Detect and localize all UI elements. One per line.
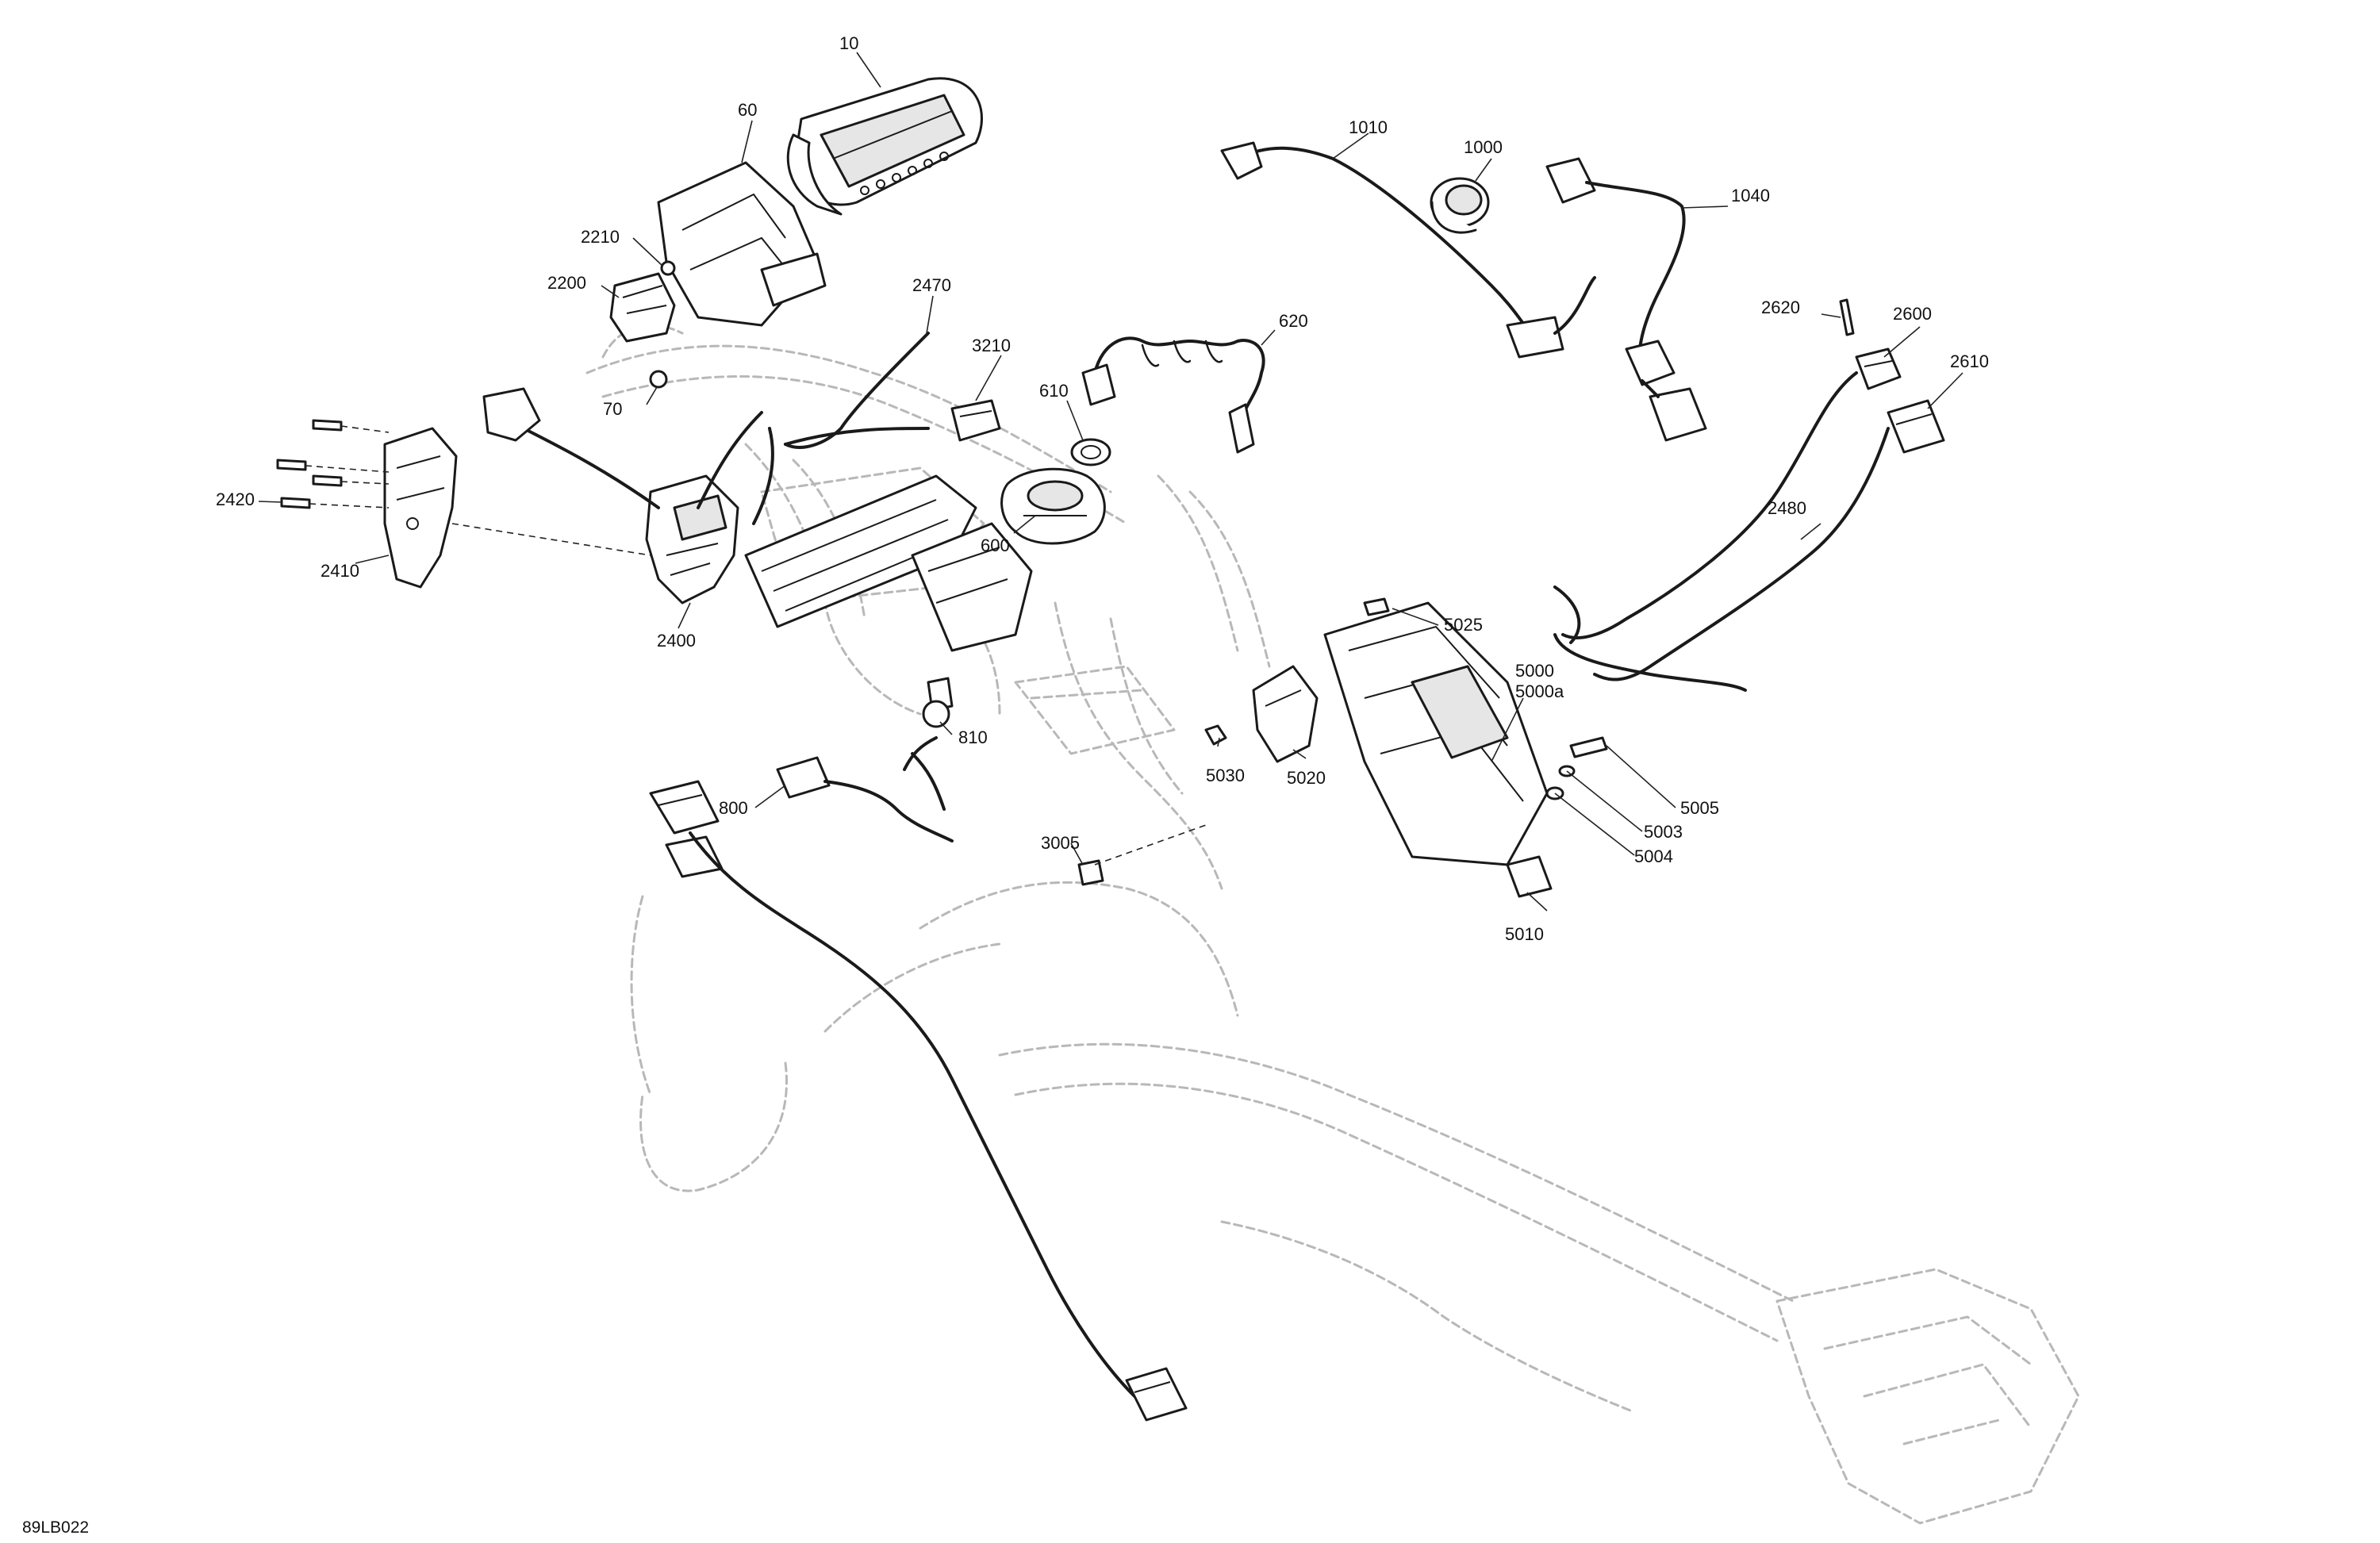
- callout-60: 60: [738, 100, 757, 120]
- harness-part-2480: [1553, 371, 1890, 692]
- switch-cover-part-2410: [383, 427, 458, 589]
- harness-part-800: [776, 736, 954, 843]
- callout-3005: 3005: [1041, 833, 1080, 853]
- long-harness-down: [649, 780, 1188, 1422]
- key-connector-part-610: [1070, 438, 1111, 466]
- sensor-part-810: [922, 677, 954, 728]
- callout-1000: 1000: [1464, 137, 1503, 157]
- callout-2420: 2420: [216, 489, 255, 509]
- connector-part-2610: [1887, 399, 1945, 454]
- fastener-part-70: [649, 370, 668, 389]
- steering-column-assembly: [744, 474, 1033, 652]
- ghost-vehicle-frame: [585, 324, 2080, 1525]
- callout-70: 70: [603, 399, 622, 419]
- callout-2620: 2620: [1761, 297, 1800, 317]
- callout-5000a: 5000a: [1515, 681, 1564, 701]
- callout-5010: 5010: [1505, 924, 1544, 944]
- screw-part-5025: [1363, 597, 1390, 616]
- callout-5025: 5025: [1444, 615, 1483, 635]
- connector-part-3210: [784, 399, 1001, 446]
- callout-2610: 2610: [1950, 351, 1989, 371]
- callout-810: 810: [958, 727, 988, 747]
- screws-part-2420: [276, 419, 343, 509]
- callout-5003: 5003: [1644, 822, 1683, 842]
- coil-cord-part-620: [1081, 336, 1265, 454]
- callout-2200: 2200: [547, 273, 586, 293]
- callout-5020: 5020: [1287, 768, 1326, 788]
- display-gauge-part-10: [786, 77, 983, 216]
- power-outlet-part-1000: [1430, 177, 1490, 234]
- fastener-part-5005: [1569, 736, 1608, 758]
- wire-harness-part-2470: [697, 332, 930, 525]
- callout-800: 800: [719, 798, 748, 818]
- bracket-part-5020: [1252, 665, 1319, 763]
- callout-600: 600: [981, 535, 1010, 555]
- callout-2600: 2600: [1893, 304, 1932, 324]
- nut-part-5030: [1204, 724, 1227, 746]
- drawing-code: 89LB022: [22, 1518, 89, 1537]
- callout-5005: 5005: [1680, 798, 1719, 818]
- bolt-part-3005: [1077, 824, 1207, 886]
- callout-620: 620: [1279, 311, 1308, 331]
- callout-5004: 5004: [1634, 846, 1673, 866]
- callout-2400: 2400: [657, 631, 696, 651]
- connector-part-2200: [609, 272, 676, 343]
- sensor-part-2600: [1855, 347, 1902, 390]
- handlebar-switch-part-2400: [482, 387, 739, 605]
- callout-610: 610: [1039, 381, 1069, 401]
- leader-lines: [258, 52, 1964, 912]
- fastener-part-2210: [660, 260, 676, 276]
- callout-5000: 5000: [1515, 661, 1554, 681]
- callout-10: 10: [839, 33, 858, 53]
- callout-2470: 2470: [912, 275, 951, 295]
- callout-1010: 1010: [1349, 117, 1388, 137]
- callout-2210: 2210: [581, 227, 620, 247]
- screw-part-2620: [1839, 298, 1855, 336]
- ignition-switch-part-600: [1000, 467, 1106, 545]
- callout-3210: 3210: [972, 336, 1011, 355]
- harness-part-1010: [1220, 141, 1596, 359]
- callout-1040: 1040: [1731, 186, 1770, 205]
- callout-2410: 2410: [321, 561, 359, 581]
- ecu-module-part-5000: [1323, 601, 1553, 898]
- callout-2480: 2480: [1768, 498, 1806, 518]
- callout-5030: 5030: [1206, 766, 1245, 785]
- harness-part-1040: [1545, 157, 1707, 442]
